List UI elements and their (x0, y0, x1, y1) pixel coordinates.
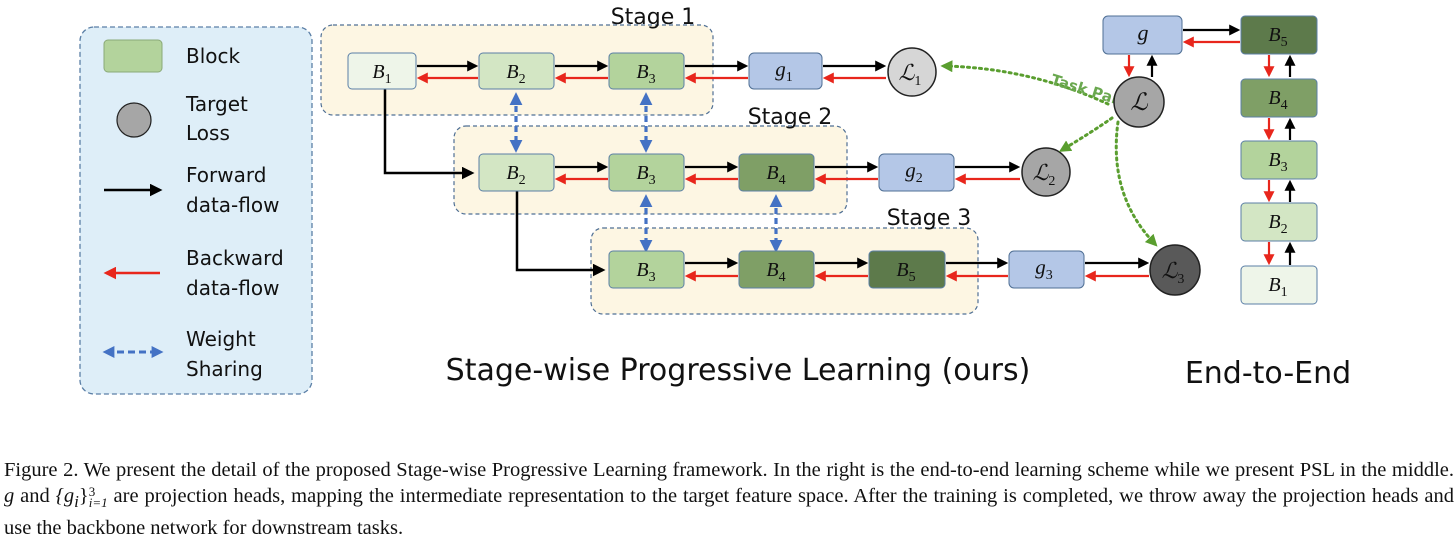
head-g2 (878, 153, 955, 192)
head-g3 (1008, 250, 1085, 289)
legend-forward-label-line1: Forward (186, 163, 266, 187)
stage2-label: Stage 2 (748, 105, 833, 130)
block-b4-label: B4 (766, 162, 785, 188)
legend-forward-label-line2: data-flow (186, 193, 279, 217)
e2e-block-b1-label: B1 (1268, 274, 1287, 300)
head-g3-label: g3 (1035, 255, 1053, 283)
loss-l1-label: ℒ1 (899, 60, 922, 89)
caption-math-set-open: {g (55, 485, 75, 507)
caption-math-set-low: i=1 (88, 495, 108, 511)
partition-arrow-l1 (940, 60, 1110, 106)
stage3-label: Stage 3 (887, 206, 972, 231)
stage3-row: B3 B4 B5 g3 ℒ3 (608, 244, 1201, 296)
legend-sharing-label-line2: Sharing (186, 357, 263, 381)
block-b1-label: B1 (372, 61, 391, 87)
e2e-block-b1 (1240, 265, 1318, 305)
head-g1 (748, 52, 823, 90)
stage2-to-stage3-connector (515, 191, 606, 277)
loss-l2-label: ℒ2 (1033, 160, 1056, 189)
loss-l3 (1149, 244, 1201, 296)
diagram: Block Target Loss Forward data-flow Back… (79, 5, 1351, 395)
block-b2-label: B2 (506, 162, 525, 188)
stage1-to-stage2-connector (383, 89, 475, 180)
e2e-block-b5 (1240, 15, 1318, 55)
legend-target-loss-label-line2: Loss (186, 121, 230, 145)
block-b4 (738, 250, 815, 289)
block-b2 (478, 153, 555, 192)
legend-block-swatch (103, 39, 163, 73)
caption-text-2: and (14, 485, 56, 507)
caption-math-set-sub: i (74, 492, 79, 512)
legend: Block Target Loss Forward data-flow Back… (79, 26, 313, 395)
head-g1-label: g1 (775, 57, 793, 85)
block-b3 (608, 153, 685, 192)
loss-l2 (1021, 147, 1071, 197)
loss-l-label: ℒ (1130, 90, 1148, 116)
caption-text-1: Figure 2. We present the detail of the p… (4, 459, 1454, 481)
block-b3-label: B3 (636, 259, 655, 285)
block-b4-label: B4 (766, 259, 785, 285)
partition-arrow-l2 (1058, 116, 1114, 152)
legend-backward-label-line2: data-flow (186, 276, 279, 300)
stage1-label: Stage 1 (611, 5, 696, 30)
block-b3-label: B3 (636, 61, 655, 87)
loss-l (1113, 76, 1165, 128)
head-g2-label: g2 (905, 158, 923, 186)
loss-l3-label: ℒ3 (1162, 258, 1185, 287)
e2e-block-b2 (1240, 202, 1318, 242)
loss-l1 (887, 47, 937, 97)
figure-caption: Figure 2. We present the detail of the p… (4, 457, 1454, 541)
legend-target-loss-label-line1: Target (185, 92, 248, 116)
partition-arrow-l3 (1114, 120, 1158, 247)
caption-text-3: are projection heads, mapping the interm… (4, 485, 1454, 540)
e2e-block-b3 (1240, 140, 1318, 180)
caption-math-set-close: } (78, 485, 89, 507)
caption-math-set-sup: 3 (88, 484, 96, 500)
legend-block-label: Block (186, 44, 241, 68)
block-b5 (868, 250, 946, 289)
end-to-end: g ℒ B5 B4 B3 B2 B1 (1102, 15, 1318, 305)
stage1-row: B1 B2 B3 g1 ℒ1 (347, 47, 937, 97)
block-b4 (738, 153, 815, 192)
block-b3 (608, 250, 685, 289)
block-b3-label: B3 (636, 162, 655, 188)
block-b3 (608, 52, 685, 90)
caption-math-g: g (4, 485, 15, 507)
e2e-block-b2-label: B2 (1268, 211, 1287, 237)
block-b1 (347, 52, 417, 90)
block-b5-label: B5 (896, 259, 915, 285)
block-b2 (478, 52, 555, 90)
e2e-block-b4-label: B4 (1268, 87, 1287, 113)
head-g-label: g (1138, 20, 1149, 45)
legend-loss-swatch (116, 102, 152, 138)
head-g (1102, 15, 1183, 55)
e2e-block-b4 (1240, 78, 1318, 118)
stage2-row: B2 B3 B4 g2 ℒ2 (478, 147, 1071, 197)
psl-title: Stage-wise Progressive Learning (ours) (446, 353, 1031, 388)
e2e-block-b5-label: B5 (1268, 24, 1287, 50)
e2e-title: End-to-End (1185, 356, 1351, 391)
block-b2-label: B2 (506, 61, 525, 87)
legend-backward-label-line1: Backward (186, 246, 284, 270)
e2e-block-b3-label: B3 (1268, 149, 1287, 175)
legend-sharing-label-line1: Weight (186, 327, 256, 351)
